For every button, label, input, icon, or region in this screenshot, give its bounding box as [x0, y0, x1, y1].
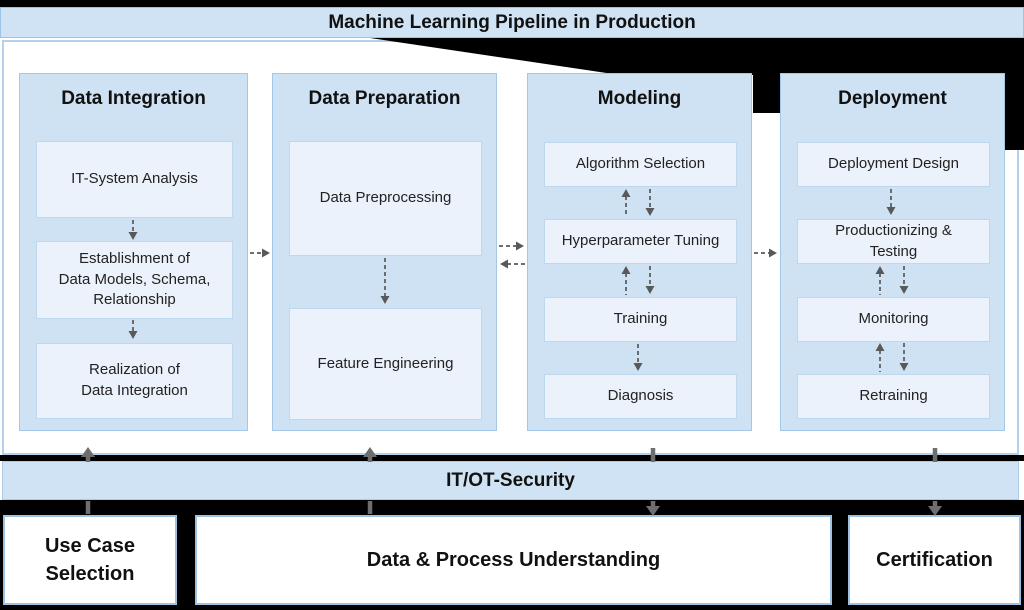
- node-it-system-analysis: IT-System Analysis: [36, 141, 233, 218]
- node-training: Training: [544, 297, 737, 342]
- column-deployment: Deployment Deployment Design Productioni…: [780, 73, 1005, 431]
- node-retraining: Retraining: [797, 374, 990, 419]
- node-realization-data-integration: Realization of Data Integration: [36, 343, 233, 419]
- node-hyperparameter-tuning: Hyperparameter Tuning: [544, 219, 737, 264]
- box-certification: Certification: [848, 515, 1021, 605]
- column-modeling: Modeling Algorithm Selection Hyperparame…: [527, 73, 752, 431]
- column-title: Deployment: [838, 88, 947, 109]
- node-deployment-design: Deployment Design: [797, 142, 990, 187]
- title-bar: Machine Learning Pipeline in Production: [0, 7, 1024, 38]
- node-algorithm-selection: Algorithm Selection: [544, 142, 737, 187]
- black-band-above-security: [0, 455, 1024, 461]
- node-monitoring: Monitoring: [797, 297, 990, 342]
- security-bar: IT/OT-Security: [2, 461, 1019, 500]
- box-data-process-understanding: Data & Process Understanding: [195, 515, 832, 605]
- column-data-preparation: Data Preparation Data Preprocessing Feat…: [272, 73, 497, 431]
- node-diagnosis: Diagnosis: [544, 374, 737, 419]
- column-title: Data Preparation: [308, 88, 461, 109]
- column-data-integration: Data Integration IT-System Analysis Esta…: [19, 73, 248, 431]
- column-title: Modeling: [597, 88, 682, 109]
- node-data-preprocessing: Data Preprocessing: [289, 141, 482, 256]
- node-productionizing-testing: Productionizing & Testing: [797, 219, 990, 264]
- node-establishment-data-models: Establishment of Data Models, Schema, Re…: [36, 241, 233, 319]
- box-use-case-selection: Use Case Selection: [3, 515, 177, 605]
- page-title: Machine Learning Pipeline in Production: [328, 11, 696, 33]
- top-black-strip: [0, 0, 1024, 7]
- node-feature-engineering: Feature Engineering: [289, 308, 482, 420]
- security-bar-label: IT/OT-Security: [446, 469, 575, 491]
- column-title: Data Integration: [61, 88, 206, 109]
